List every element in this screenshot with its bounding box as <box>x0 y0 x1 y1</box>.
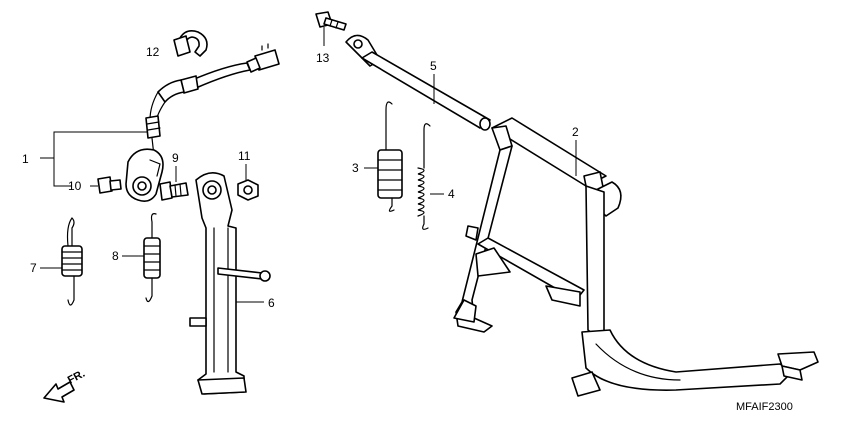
part-10-screw <box>97 176 122 194</box>
part-12-clamp <box>173 30 208 57</box>
part-5-pivot-pipe <box>345 34 491 131</box>
callout-3: 3 <box>352 161 359 175</box>
callout-2: 2 <box>572 125 579 139</box>
callout-5: 5 <box>430 59 437 73</box>
part-13-bolt <box>315 11 347 31</box>
callout-7: 7 <box>30 261 37 275</box>
part-11-nut <box>237 179 259 201</box>
part-4-spring <box>417 123 431 230</box>
callout-10: 10 <box>68 179 82 193</box>
callout-12: 12 <box>146 45 160 59</box>
callout-9: 9 <box>172 151 179 165</box>
callout-6: 6 <box>268 296 275 310</box>
callout-8: 8 <box>112 249 119 263</box>
callout-4: 4 <box>448 187 455 201</box>
part-2-main-stand <box>453 117 819 397</box>
callout-1: 1 <box>22 152 29 166</box>
part-3-spring <box>377 101 403 212</box>
front-marker-label: FR. <box>66 368 87 387</box>
part-6-side-stand <box>189 172 271 395</box>
part-9-bolt <box>159 181 189 201</box>
part-7-spring <box>61 217 83 306</box>
callout-11: 11 <box>238 149 251 163</box>
diagram-code: MFAIF2300 <box>736 401 793 413</box>
callout-13: 13 <box>316 51 330 65</box>
front-direction-marker: FR. <box>43 368 87 403</box>
part-8-spring <box>143 213 161 303</box>
part-1-side-stand-switch <box>125 43 280 202</box>
